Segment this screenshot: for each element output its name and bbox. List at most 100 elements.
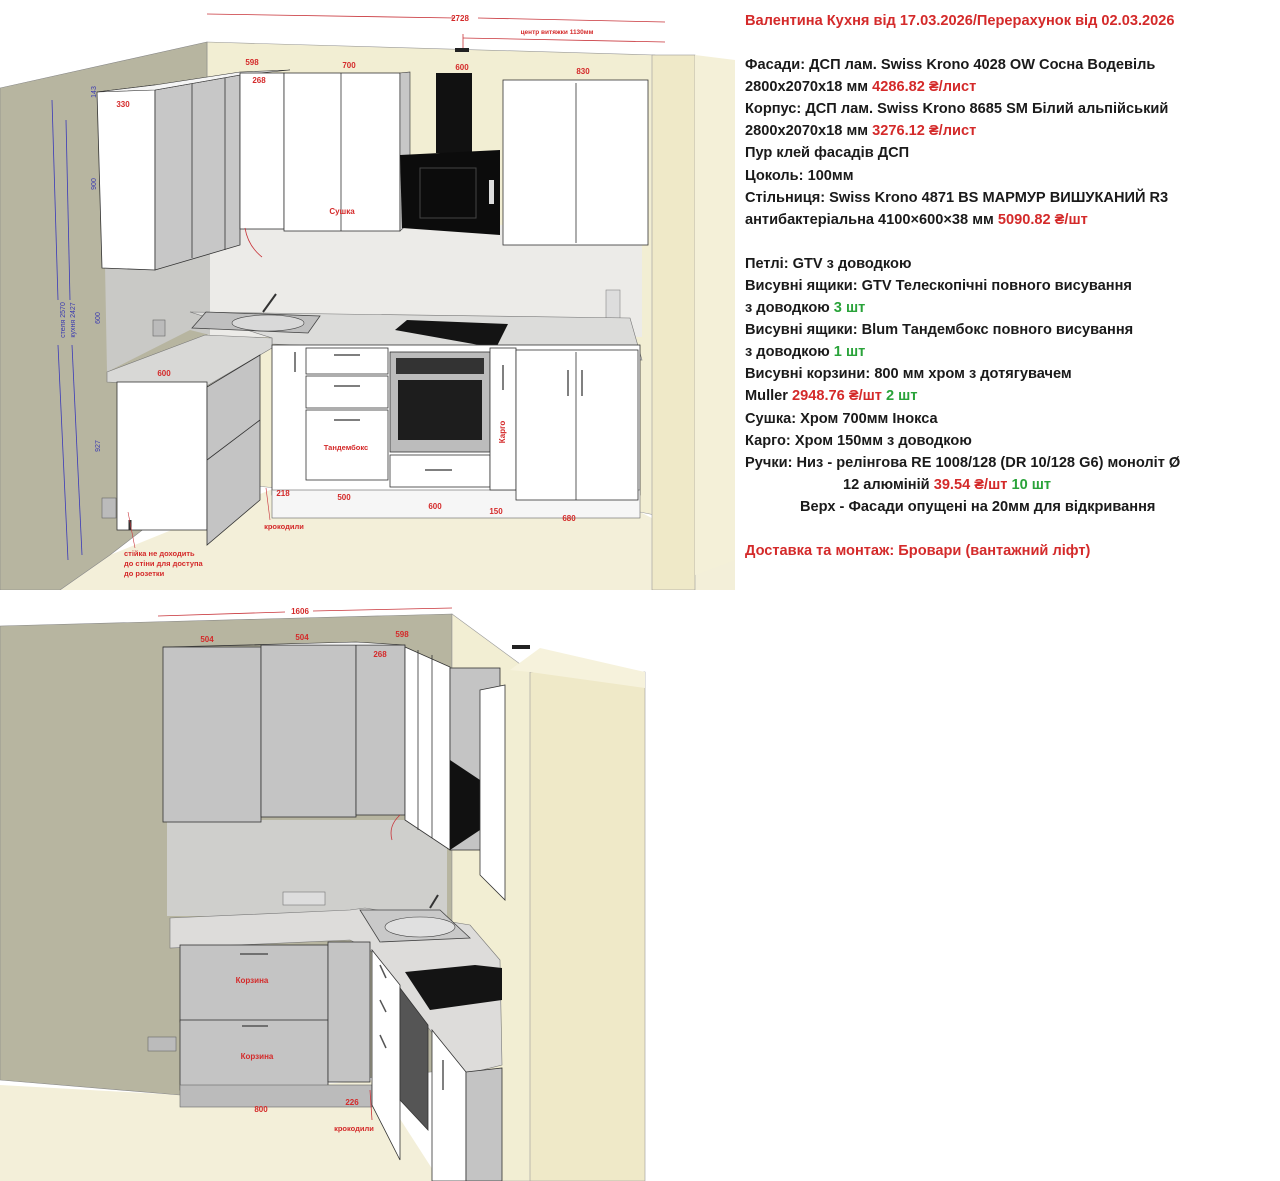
note-line-3: до розетки	[124, 569, 165, 578]
spec-text: Карго: Хром 150мм з доводкою	[745, 432, 972, 449]
spec-text: Петлі: GTV з доводкою	[745, 255, 912, 272]
plinth	[179, 1084, 373, 1108]
drawer-tandembox[interactable]	[305, 409, 389, 481]
spec-line: Пур клей фасадів ДСП	[745, 142, 1275, 164]
spec-line: антибактеріальна 4100×600×38 мм 5090.82 …	[745, 209, 1275, 231]
dimension-700: 700	[342, 61, 356, 70]
spec-line: Сушка: Хром 700мм Інокса	[745, 408, 1275, 430]
spec-line: Висувні ящики: Blum Тандембокс повного в…	[745, 319, 1275, 341]
spec-line: Петлі: GTV з доводкою	[745, 253, 1275, 275]
drawer-2[interactable]	[305, 375, 389, 409]
upper-cabinet-corner-right[interactable]	[479, 684, 506, 901]
dimension-143: 143	[91, 86, 98, 98]
wall-pillar	[651, 54, 696, 590]
upper-cabinet-268[interactable]	[355, 644, 406, 816]
dimension-1606: 1606	[291, 607, 309, 616]
base-cabinet-corner[interactable]	[116, 381, 208, 531]
upper-cabinet-268[interactable]	[239, 72, 285, 230]
price-text: 39.54 ₴/шт	[933, 476, 1008, 493]
oven	[389, 351, 491, 453]
dimension-504-b: 504	[295, 633, 309, 642]
dimension-330: 330	[116, 100, 130, 109]
dimension-900: 900	[91, 178, 98, 190]
label-basket-1: Корзина	[236, 976, 269, 985]
spec-text: Стільниця: Swiss Krono 4871 BS МАРМУР ВИ…	[745, 189, 1169, 206]
spec-line: Ручки: Низ - релінгова RE 1008/128 (DR 1…	[745, 452, 1275, 474]
range-hood	[400, 73, 500, 235]
kitchen-height: кухня 2427	[70, 302, 77, 337]
upper-cabinet-dryer-700[interactable]	[283, 72, 401, 232]
label-basket-2: Корзина	[241, 1052, 274, 1061]
upper-cabinet-830[interactable]	[502, 79, 649, 246]
spec-text: Висувні корзини: 800 мм хром з дотягувач…	[745, 366, 1072, 383]
base-cabinets-side	[371, 948, 401, 1161]
upper-cabinet-side[interactable]	[404, 646, 451, 851]
spec-line: 12 алюміній 39.54 ₴/шт 10 шт	[745, 474, 1275, 496]
label-tandembox: Тандембокс	[324, 443, 368, 452]
spec-text: Muller	[745, 388, 793, 405]
dimension-218: 218	[276, 489, 290, 498]
basket-drawer-1[interactable]	[179, 944, 329, 1023]
label-cargo: Карго	[498, 421, 507, 444]
spec-line: Цоколь: 100мм	[745, 165, 1275, 187]
dimension-927: 927	[95, 440, 102, 452]
kitchen-render-front-view: 2728 центр витяжки 1130мм 598 700 600 83…	[0, 0, 735, 590]
upper-cabinet-504-b[interactable]	[260, 644, 357, 818]
spec-text: Верх - Фасади опущені на 20мм для відкри…	[800, 498, 1156, 515]
upper-cabinet-left-side	[154, 74, 241, 271]
basket-drawer-2[interactable]	[179, 1019, 329, 1091]
base-filler	[327, 941, 371, 1083]
oven-side	[399, 986, 429, 1132]
spec-line: Корпус: ДСП лам. Swiss Krono 8685 SM Біл…	[745, 98, 1275, 120]
spec-line: з доводкою 3 шт	[745, 297, 1275, 319]
drawer-1[interactable]	[305, 347, 389, 375]
spec-text: 12 алюміній	[843, 476, 934, 493]
socket-floor	[101, 497, 117, 519]
spec-line: Верх - Фасади опущені на 20мм для відкри…	[745, 496, 1275, 518]
base-cabinet-680[interactable]	[515, 349, 639, 501]
dimension-600-base: 600	[428, 502, 442, 511]
spec-text: Сушка: Хром 700мм Інокса	[745, 410, 938, 427]
spec-line: 2800x2070x18 мм 4286.82 ₴/лист	[745, 76, 1275, 98]
kitchen-render-side-view: 1606 504 504 598 268 Корзина Корзина 800…	[0, 598, 650, 1181]
hood-mount	[455, 48, 469, 52]
dimension-268: 268	[252, 76, 266, 85]
dimension-598: 598	[245, 58, 259, 67]
dimension-lines	[206, 13, 666, 258]
spec-text: з доводкою	[745, 300, 834, 317]
handles	[294, 352, 583, 471]
drawer-under-oven[interactable]	[389, 454, 491, 488]
price-text: 4286.82 ₴/лист	[872, 79, 977, 96]
opening-arrow	[390, 814, 401, 841]
spec-line: Стільниця: Swiss Krono 4871 BS МАРМУР ВИ…	[745, 187, 1275, 209]
spec-text: Пур клей фасадів ДСП	[745, 145, 910, 162]
ceiling-height: стеля 2570	[60, 302, 67, 338]
spec-line: 2800x2070x18 мм 3276.12 ₴/лист	[745, 120, 1275, 142]
dimension-226: 226	[345, 1098, 359, 1107]
dimension-counter-600: 600	[157, 369, 171, 378]
spec-text: 2800x2070x18 мм	[745, 123, 873, 140]
spec-text: Висувні ящики: Blum Тандембокс повного в…	[745, 322, 1134, 339]
hood-mount	[512, 645, 530, 649]
price-text: 5090.82 ₴/шт	[997, 211, 1088, 228]
dimension-504-a: 504	[200, 635, 214, 644]
base-cabinet-right[interactable]	[431, 1028, 467, 1181]
dimension-total-width: 2728	[451, 14, 469, 23]
upper-cabinet-504-a[interactable]	[162, 646, 262, 823]
cooktop	[395, 320, 508, 348]
spec-text: Корпус: ДСП лам. Swiss Krono 8685 SM Біл…	[745, 101, 1169, 118]
dimension-830: 830	[576, 67, 590, 76]
dimension-600-hood: 600	[455, 63, 469, 72]
spec-text: Ручки: Низ - релінгова RE 1008/128 (DR 1…	[745, 454, 1181, 471]
price-text: 2948.76 ₴/шт	[792, 388, 882, 405]
socket-left	[152, 319, 166, 337]
spec-line: з доводкою 1 шт	[745, 341, 1275, 363]
spec-text: 2800x2070x18 мм	[745, 79, 873, 96]
quantity-text: 3 шт	[833, 300, 866, 317]
dimension-680: 680	[562, 514, 576, 523]
spec-text: з доводкою	[745, 344, 834, 361]
upper-cabinet-left-corner	[96, 84, 156, 271]
socket-floor	[147, 1036, 177, 1052]
dimension-268: 268	[373, 650, 387, 659]
